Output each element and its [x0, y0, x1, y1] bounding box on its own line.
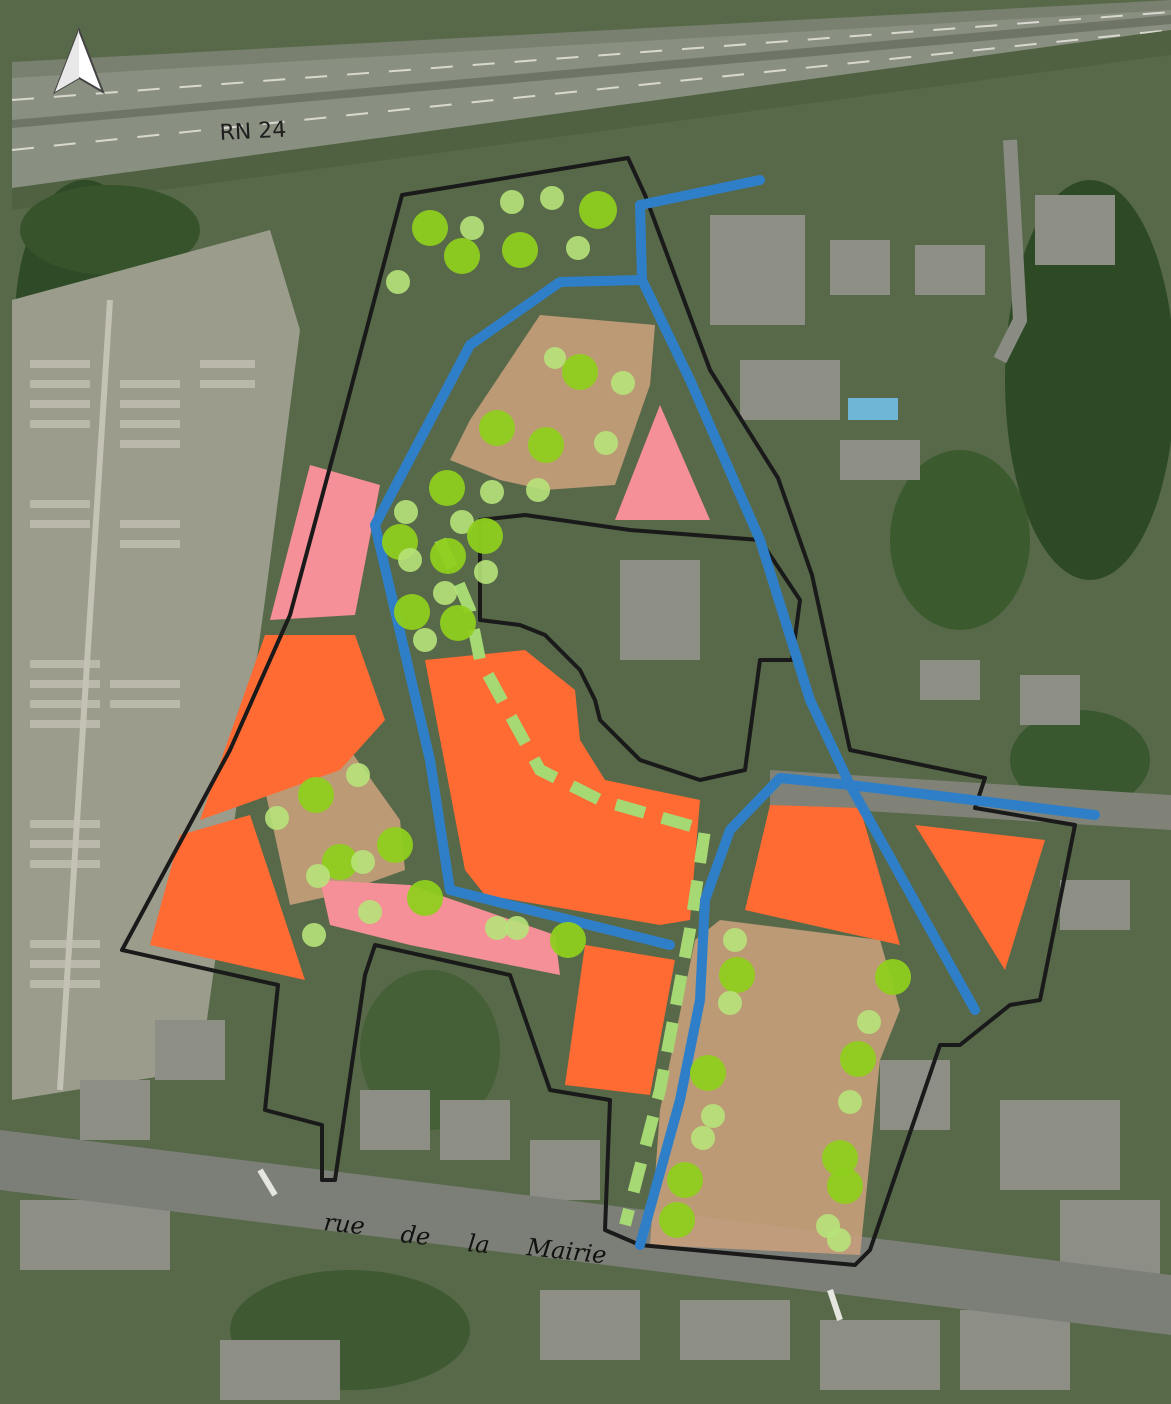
tree-large: [377, 827, 413, 863]
built-zone-orange-central: [425, 650, 700, 925]
tree-small: [398, 548, 422, 572]
highway-label: RN 24: [219, 118, 287, 146]
tree-small: [450, 510, 474, 534]
tree-group: [265, 186, 911, 1252]
tree-small: [857, 1010, 881, 1034]
built-zone-orange-south: [565, 945, 675, 1095]
cemetery-area: [12, 230, 300, 1100]
tree-large: [875, 959, 911, 995]
tree-small: [394, 500, 418, 524]
tree-large: [429, 470, 465, 506]
north-arrow-icon: [53, 27, 105, 95]
street-label-word-la: la: [466, 1229, 491, 1259]
blue-path-east-branch: [845, 780, 1100, 820]
built-zone-orange-northeast-triangle: [915, 825, 1045, 970]
tree-large: [430, 538, 466, 574]
tree-large: [690, 1055, 726, 1091]
blue-path-network: [370, 175, 1100, 1250]
tree-large: [822, 1140, 858, 1176]
tree-large: [407, 880, 443, 916]
tree-large: [562, 354, 598, 390]
tree-large: [827, 1168, 863, 1204]
tree-large: [528, 427, 564, 463]
tree-small: [718, 991, 742, 1015]
built-zone-orange-southwest: [150, 815, 305, 980]
tree-small: [723, 928, 747, 952]
tree-large: [298, 777, 334, 813]
tree-small: [358, 900, 382, 924]
tree-large: [467, 518, 503, 554]
highway-rn24: [11, 0, 1171, 210]
tree-small: [691, 1126, 715, 1150]
tree-large: [840, 1041, 876, 1077]
blue-path-east-spine: [637, 275, 980, 1015]
built-zone-pink-south: [320, 880, 560, 975]
tree-small: [474, 560, 498, 584]
tree-small: [611, 371, 635, 395]
tree-small: [306, 864, 330, 888]
tree-small: [346, 763, 370, 787]
tree-large: [659, 1202, 695, 1238]
urban-blocks: [20, 195, 1160, 1400]
tree-large: [550, 922, 586, 958]
inner-exclusion-boundary: [478, 513, 802, 782]
tree-large: [719, 957, 755, 993]
tree-small: [433, 581, 457, 605]
tree-small: [594, 431, 618, 455]
tree-large: [444, 238, 480, 274]
tree-small: [351, 850, 375, 874]
tree-large: [479, 410, 515, 446]
tree-small: [480, 480, 504, 504]
tree-large: [412, 210, 448, 246]
tree-small: [460, 216, 484, 240]
blue-path-south-branch: [635, 773, 855, 1250]
blue-path-west-loop: [370, 175, 765, 950]
built-zone-orange-east: [745, 805, 900, 945]
tree-small: [505, 916, 529, 940]
street-label-word-de: de: [399, 1220, 431, 1251]
tree-small: [544, 347, 566, 369]
swimming-pool: [848, 398, 898, 420]
tree-large: [322, 844, 358, 880]
green-walking-path: [434, 537, 712, 1227]
tree-small: [500, 190, 524, 214]
tree-small: [386, 270, 410, 294]
tree-small: [526, 478, 550, 502]
tree-small: [413, 628, 437, 652]
tree-large: [579, 191, 617, 229]
tree-small: [265, 806, 289, 830]
tree-small: [701, 1104, 725, 1128]
tree-large: [667, 1162, 703, 1198]
built-zones: [150, 405, 1045, 1095]
built-zone-pink-north: [615, 405, 710, 520]
tree-small: [302, 923, 326, 947]
street-label-word-rue: rue: [322, 1208, 366, 1240]
tree-large: [440, 605, 476, 641]
built-zone-orange-west: [200, 635, 385, 820]
tree-small: [540, 186, 564, 210]
tree-small: [838, 1090, 862, 1114]
tree-small: [566, 236, 590, 260]
tree-large: [394, 594, 430, 630]
tree-small: [827, 1228, 851, 1252]
tree-large: [502, 232, 538, 268]
tree-small: [485, 916, 509, 940]
